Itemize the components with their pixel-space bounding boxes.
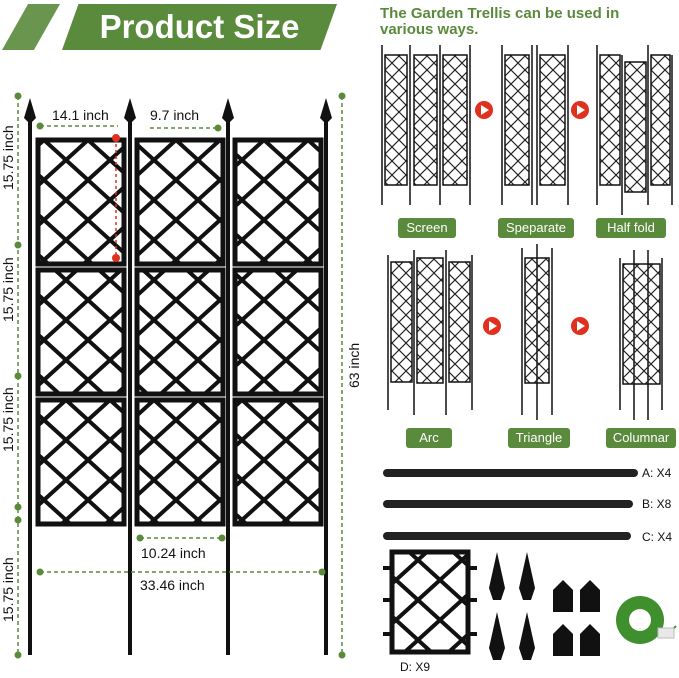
dimension-dots (14, 92, 346, 659)
mode-label-columnar: Columnar (606, 428, 676, 448)
mode-label-triangle: Triangle (508, 428, 570, 448)
trellis-poles (28, 115, 328, 655)
pole-finials (24, 98, 332, 124)
mode-label-separate: Speparate (498, 218, 574, 238)
dimension-lines (17, 96, 343, 655)
page-title: Product Size (99, 8, 300, 45)
tie-roll-icon (616, 596, 677, 644)
dim-bottom-inner: 10.24 inch (141, 545, 206, 561)
part-c-label: C: X4 (642, 530, 673, 544)
part-b-label: B: X8 (642, 497, 672, 511)
part-d-frame (383, 549, 477, 655)
dim-segment-1: 15.75 inch (0, 125, 16, 190)
usage-headline: The Garden Trellis can be used in variou… (380, 5, 620, 38)
red-marker (112, 134, 120, 262)
part-d-label: D: X9 (400, 660, 431, 674)
mode-label-arc: Arc (406, 428, 452, 448)
title-banner (62, 4, 337, 50)
mode-label-half-fold: Half fold (596, 218, 666, 238)
dim-segment-3: 15.75 inch (0, 387, 16, 452)
part-a-label: A: X4 (642, 466, 672, 480)
config-separate (501, 45, 569, 205)
config-triangle (521, 244, 553, 420)
dim-gap: 9.7 inch (150, 107, 200, 123)
dim-bottom-total: 33.46 inch (140, 577, 205, 593)
spike-caps (489, 552, 535, 660)
dim-panel-width: 14.1 inch (52, 107, 109, 123)
config-screen (381, 45, 471, 205)
mode-label-screen: Screen (398, 218, 456, 238)
lattice-panels (35, 137, 324, 527)
parts-rods (383, 469, 638, 540)
config-columnar (619, 250, 663, 420)
config-half-fold (596, 45, 673, 215)
dim-segment-4: 15.75 inch (0, 557, 16, 622)
dim-segment-2: 15.75 inch (0, 257, 16, 322)
arrow-icons (475, 101, 589, 335)
config-arc (387, 250, 473, 415)
dim-height-total: 63 inch (346, 342, 362, 388)
pole-caps (553, 580, 600, 656)
